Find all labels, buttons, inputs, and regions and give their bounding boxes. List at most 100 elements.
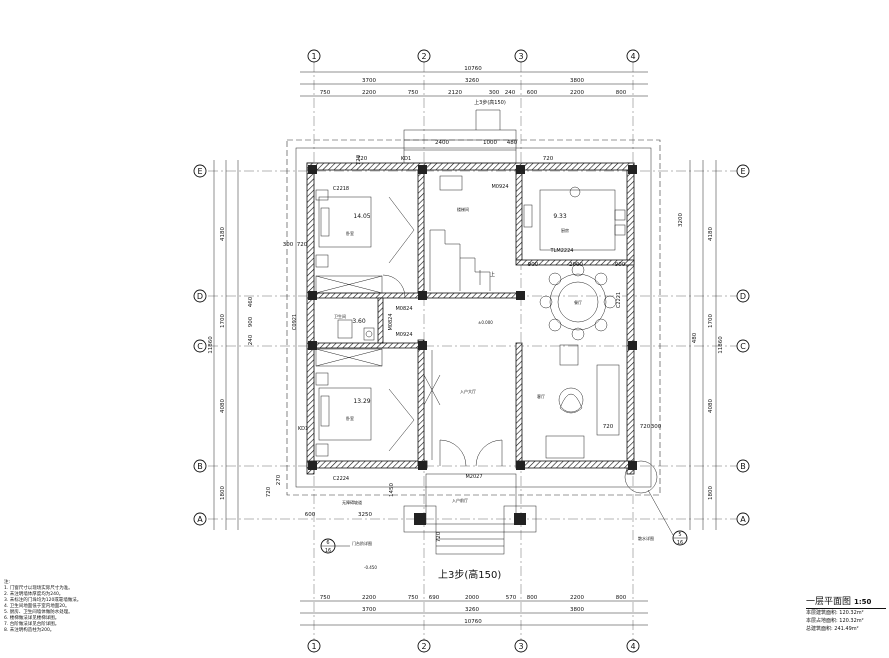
- dim-bottom-seg-3: 750: [408, 595, 419, 601]
- note-line-8: 8. 未注明构造柱为200。: [4, 628, 55, 633]
- dim-stair-3: 480: [507, 140, 518, 146]
- axis-1-bottom: 1: [311, 642, 316, 651]
- detail-right-top: 5: [678, 532, 681, 538]
- detail-callout-left: 6 16 门台阶详图: [320, 538, 372, 554]
- axis-4-bottom: 4: [630, 642, 635, 651]
- window-C0921: C0921: [292, 314, 298, 330]
- note-line-1: 1. 门窗尺寸以现场实际尺寸为准。: [4, 586, 73, 591]
- dim-bottom-small-3: 600: [305, 512, 316, 518]
- dim-bottom-seg-9: 800: [616, 595, 627, 601]
- dim-left-overall: 11860: [208, 336, 214, 354]
- dim-right-overall: 11860: [718, 336, 724, 354]
- axis-E-left: E: [197, 167, 202, 176]
- detail-right-bottom: 16: [677, 540, 683, 546]
- dim-top-seg-5: 300: [489, 90, 500, 96]
- eave-outline: [286, 139, 661, 496]
- axis-D-right: D: [740, 292, 746, 301]
- dim-bottom-bay-3: 3800: [570, 607, 584, 613]
- bedroom-bottom-name: 卧室: [346, 415, 354, 421]
- dim-stair-4: 720: [357, 156, 368, 162]
- dim-top-seg-2: 2200: [362, 90, 376, 96]
- door-M0824-b: M0824: [388, 313, 394, 330]
- entrance-steps: [435, 531, 505, 555]
- eave-inner: [295, 147, 652, 488]
- ramp-label: 无障碍坡道: [342, 499, 362, 505]
- detail-left-text: 门台阶详图: [352, 540, 372, 546]
- dim-right-small-3: 720: [640, 424, 651, 430]
- dim-top-seg-6: 240: [505, 90, 516, 96]
- kitchen-counter: [523, 186, 626, 251]
- axis-B-right: B: [740, 462, 746, 471]
- dim-bottom-seg-5: 2000: [465, 595, 479, 601]
- axis-A-right: A: [740, 515, 746, 524]
- axis-2-top: 2: [421, 52, 426, 61]
- main-entrance-door: [439, 439, 503, 467]
- bathroom-fixtures: [337, 319, 375, 341]
- label-KD1-bottom: KD1: [298, 426, 308, 432]
- dim-right-bay-3: 4080: [708, 399, 714, 413]
- dim-stair-6: 2000: [569, 262, 583, 268]
- dim-bottom-small-1: 3250: [358, 512, 372, 518]
- wardrobe-top: [315, 275, 383, 294]
- door-M2027: M2027: [465, 474, 482, 480]
- stair-hall-name: 楼梯间: [457, 206, 469, 212]
- label-KD1-top: KD1: [401, 156, 411, 162]
- dim-right-small-1: 3200: [678, 213, 684, 227]
- axis-1-top: 1: [311, 52, 316, 61]
- dim-bottom-small-2: 1450: [389, 483, 395, 497]
- dining-table: [539, 263, 617, 341]
- wardrobe-bottom: [315, 348, 383, 367]
- axis-E-right: E: [740, 167, 745, 176]
- dim-stair-8: 900: [615, 262, 626, 268]
- bedroom-door-top: [388, 196, 415, 264]
- dim-bottom-seg-7: 800: [527, 595, 538, 601]
- dim-bottom-seg-2: 2200: [362, 595, 376, 601]
- back-steps-label: 上3步(高150): [474, 99, 506, 106]
- dim-left-small-6: 720: [266, 486, 272, 497]
- stair-up-label: 上: [490, 271, 495, 278]
- detail-right-text: 散水详图: [638, 535, 654, 541]
- dim-left-small-3: 900: [248, 316, 254, 327]
- level-main: ±0.000: [478, 320, 493, 325]
- level-outside: -0.450: [364, 565, 377, 570]
- door-M0824-a: M0824: [395, 306, 412, 312]
- dim-left-small-4: 460: [248, 296, 254, 307]
- entrance-steps-label: 上3步(高150): [438, 568, 501, 581]
- area-row-3: 总建筑面积: 241.49m²: [806, 626, 859, 632]
- dim-top-bay-2: 3260: [465, 78, 479, 84]
- door-M0924-top: M0924: [491, 184, 508, 190]
- axis-C-left: C: [197, 342, 203, 351]
- back-entrance-steps: [403, 109, 517, 164]
- bathroom-name: 卫生间: [334, 313, 346, 319]
- axis-A-left: A: [197, 515, 203, 524]
- dim-top-bay-3: 3800: [570, 78, 584, 84]
- bedroom-top-area: 14.05: [353, 213, 370, 220]
- kitchen-name: 厨房: [561, 227, 569, 233]
- note-line-4: 4. 卫生间地面低于室内地面20。: [4, 604, 70, 609]
- dim-top-seg-1: 750: [320, 90, 331, 96]
- dim-top-seg-4: 2120: [448, 90, 462, 96]
- counter-stove: [439, 175, 463, 191]
- note-line-6: 6. 楼梯做法详见楼梯详图。: [4, 616, 60, 621]
- kitchen-area: 9.33: [553, 213, 567, 220]
- dim-top-overall: 10760: [464, 66, 482, 72]
- dim-stair-1: 2400: [435, 140, 449, 146]
- axis-4-top: 4: [630, 52, 635, 61]
- axis-B-left: B: [197, 462, 203, 471]
- bathroom-door-arc: [382, 274, 406, 298]
- area-row-2: 本层占地面积: 120.32m²: [806, 618, 864, 624]
- window-C2224: C2224: [333, 476, 349, 482]
- door-M0924-bath: M0924: [395, 332, 412, 338]
- window-C2221: C2221: [616, 292, 622, 308]
- dim-left-bay-3: 4080: [220, 399, 226, 413]
- dim-bottom-bay-1: 3700: [362, 607, 376, 613]
- note-line-7: 7. 台阶做法详见台阶详图。: [4, 622, 60, 627]
- grid-lines: [208, 62, 744, 640]
- dim-left-small-8: 720: [356, 154, 362, 165]
- dim-right-bay-4: 1800: [708, 486, 714, 500]
- dim-left-bay-4: 1800: [220, 486, 226, 500]
- bedroom-bottom-area: 13.29: [353, 398, 370, 405]
- drawing-title-text: 一层平面图: [806, 597, 852, 607]
